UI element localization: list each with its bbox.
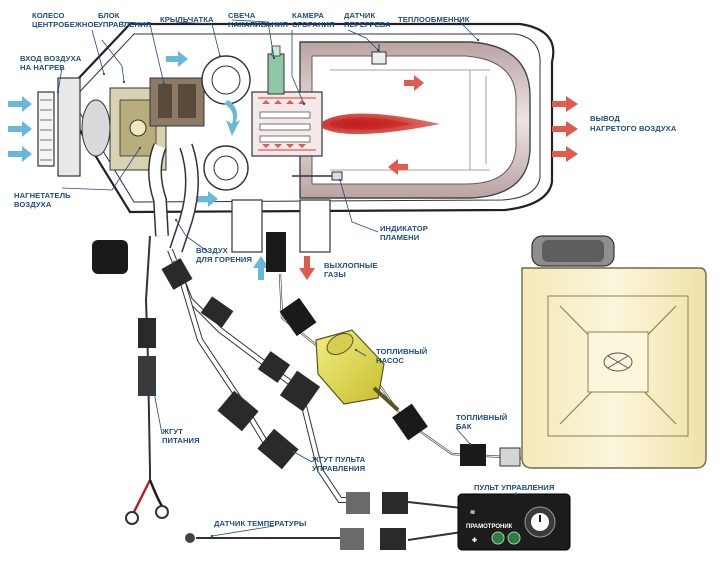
label-impeller: КОЛЕСО ЦЕНТРОБЕЖНОЕ	[32, 11, 99, 29]
control-unit	[149, 77, 205, 127]
label-air-inlet: ВХОД ВОЗДУХА НА НАГРЕВ	[20, 54, 84, 72]
label-heat-exchanger: ТЕПЛООБМЕННИК	[398, 15, 470, 24]
label-panel-harness: ЖГУТ ПУЛЬТА УПРАВЛЕНИЯ	[311, 455, 368, 473]
label-fuel-tank: ТОПЛИВНЫЙ БАК	[456, 413, 510, 431]
impeller-fan	[201, 55, 251, 191]
label-hot-air-outlet: ВЫВОД НАГРЕТОГО ВОЗДУХА	[590, 114, 677, 133]
label-glow-plug: СВЕЧА НАКАЛИВАНИЯ	[228, 11, 288, 29]
cold-air-arrows	[8, 51, 269, 280]
fuel-tank	[521, 235, 707, 469]
exhaust-pipe	[299, 199, 331, 253]
label-combustion-air: ВОЗДУХ ДЛЯ ГОРЕНИЯ	[196, 246, 252, 264]
label-combustion-chamber: КАМЕРА СГОРАНИЯ	[292, 11, 335, 29]
glow-plug	[267, 45, 285, 95]
label-fuel-pump: ТОПЛИВНЫЙ НАСОС	[376, 347, 430, 365]
label-overheat-sensor: ДАТЧИК ПЕРЕГРЕВА	[344, 11, 391, 29]
label-power-harness: ЖГУТ ПИТАНИЯ	[161, 427, 200, 445]
control-panel: ПРАМОТРОНИК ≋ ✤	[457, 493, 571, 551]
heater-body	[37, 22, 555, 253]
label-control-panel: ПУЛЬТ УПРАВЛЕНИЯ	[474, 483, 554, 492]
overheat-sensor	[371, 44, 387, 65]
label-exhaust: ВЫХЛОПНЫЕ ГАЗЫ	[324, 261, 380, 279]
label-temperature-sensor: ДАТЧИК ТЕМПЕРАТУРЫ	[214, 519, 306, 528]
harness-connectors	[92, 240, 408, 550]
centrifugal-wheel	[57, 77, 111, 177]
panel-brand: ПРАМОТРОНИК	[466, 524, 513, 530]
hot-air-arrows	[299, 75, 578, 280]
fuel-connectors	[266, 232, 521, 467]
label-control-unit: БЛОК УПРАВЛЕНИЯ	[98, 11, 151, 29]
fuel-pump	[315, 329, 400, 412]
combustion-air-pipe	[231, 199, 263, 253]
label-flame-indicator: ИНДИКАТОР ПЛАМЕНИ	[380, 224, 430, 242]
battery-terminals	[125, 505, 169, 525]
air-inlet-grille	[37, 91, 55, 167]
label-blower: НАГНЕТАТЕЛЬ ВОЗДУХА	[14, 191, 73, 209]
panel-fan-icon: ✤	[472, 537, 477, 544]
fuel-line	[278, 273, 523, 460]
leader-lines	[56, 19, 518, 538]
label-impeller-fan: КРЫЛЬЧАТКА	[160, 15, 214, 24]
panel-heat-icon: ≋	[470, 510, 475, 516]
